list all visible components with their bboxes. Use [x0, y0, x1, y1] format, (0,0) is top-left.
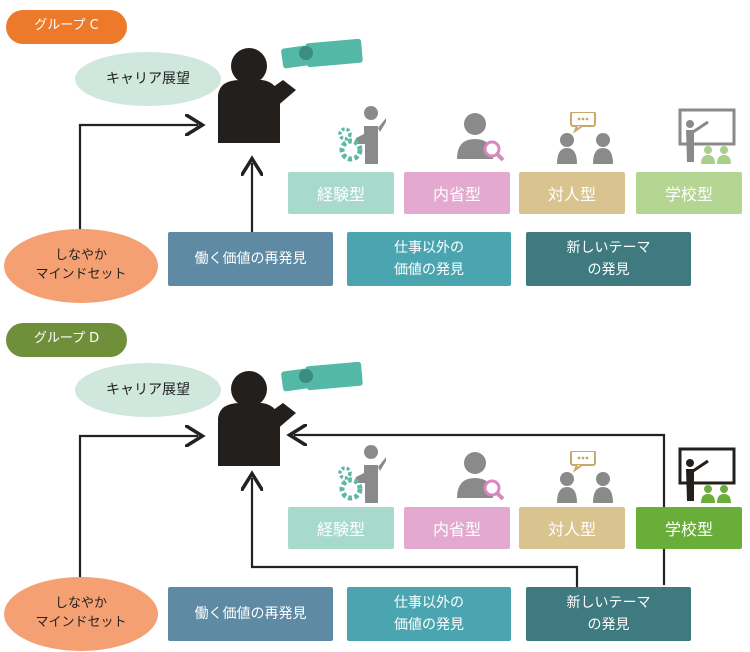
new-theme-c: 新しいテーマ の発見	[526, 232, 691, 286]
career-outlook-ellipse-d: キャリア展望	[75, 363, 221, 417]
non-work-value-c: 仕事以外の 価値の発見	[347, 232, 511, 286]
people-chat-icon	[557, 451, 613, 503]
person-search-icon	[457, 113, 505, 162]
career-outlook-ellipse: キャリア展望	[75, 52, 221, 106]
people-chat-icon	[557, 112, 613, 164]
presenter-gear-icon	[338, 106, 386, 164]
type-school-d: 学校型	[636, 507, 742, 549]
classroom-icon	[678, 447, 736, 503]
new-theme-d: 新しいテーマ の発見	[526, 587, 691, 641]
flexible-mindset-ellipse: しなやか マインドセット	[4, 229, 158, 303]
type-experience-c: 経験型	[288, 172, 394, 214]
type-reflection-d: 内省型	[404, 507, 510, 549]
arrow-flex-to-career-c	[78, 125, 198, 232]
type-interpersonal-c: 対人型	[519, 172, 625, 214]
classroom-icon	[678, 108, 736, 164]
flexible-mindset-ellipse-d: しなやか マインドセット	[4, 577, 158, 651]
group-c-label: グループ C	[6, 10, 127, 44]
type-school-c: 学校型	[636, 172, 742, 214]
group-d-label: グループ D	[6, 323, 127, 357]
presenter-gear-icon	[338, 445, 386, 503]
type-interpersonal-d: 対人型	[519, 507, 625, 549]
non-work-value-d: 仕事以外の 価値の発見	[347, 587, 511, 641]
type-reflection-c: 内省型	[404, 172, 510, 214]
arrow-flex-to-career-d	[78, 436, 198, 583]
value-rediscovery-d: 働く価値の再発見	[168, 587, 333, 641]
value-rediscovery-c: 働く価値の再発見	[168, 232, 333, 286]
type-experience-d: 経験型	[288, 507, 394, 549]
person-search-icon	[457, 452, 505, 501]
